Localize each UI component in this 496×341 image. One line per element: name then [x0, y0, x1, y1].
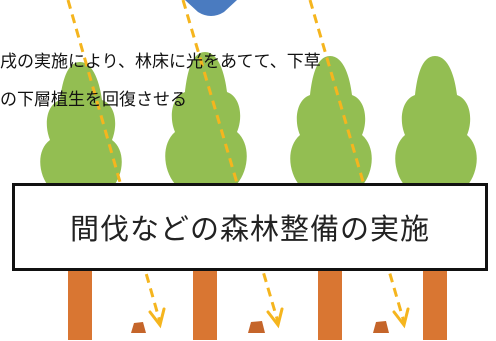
caption-line-1: 戌の実施により、林床に光をあてて、下草	[0, 52, 321, 72]
tree-canopy	[40, 62, 122, 211]
tree-4	[395, 56, 477, 340]
light-ray-2	[181, 0, 280, 323]
tree-stump-1	[131, 322, 146, 333]
tree-stump-2	[248, 321, 265, 333]
arrowhead-icon	[392, 307, 410, 329]
down-arrow-icon	[185, 0, 237, 16]
tree-canopy	[395, 56, 477, 210]
light-ray-1	[66, 0, 162, 323]
arrowhead-icon	[266, 307, 284, 329]
tree-stump-3	[373, 321, 389, 333]
light-ray-arrowheads	[148, 307, 410, 329]
tree-canopy	[290, 56, 372, 210]
light-ray-3	[308, 0, 406, 323]
label-box: 間伐などの森林整備の実施	[12, 183, 488, 271]
caption-line-2: の下層植生を回復させる	[0, 90, 187, 110]
light-rays	[66, 0, 406, 323]
arrowhead-icon	[148, 307, 166, 329]
tree-1	[40, 62, 122, 340]
tree-canopy	[165, 52, 247, 209]
label-text: 間伐などの森林整備の実施	[69, 212, 430, 246]
